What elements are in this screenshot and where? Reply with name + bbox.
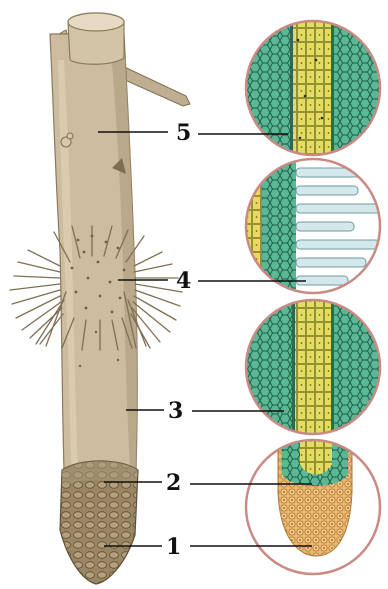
label-number-3: 3: [168, 398, 183, 424]
magnified-division-zone: [240, 436, 388, 586]
label-number-4: 4: [176, 268, 191, 294]
label-number-2: 2: [166, 470, 181, 496]
magnified-root-hair-zone: [240, 155, 388, 305]
label-number-5: 5: [176, 120, 191, 146]
label-number-1: 1: [166, 534, 181, 560]
magnified-elongation-zone: [240, 296, 388, 446]
root-illustration: [10, 13, 190, 584]
magnified-conduction-zone: [240, 15, 388, 165]
